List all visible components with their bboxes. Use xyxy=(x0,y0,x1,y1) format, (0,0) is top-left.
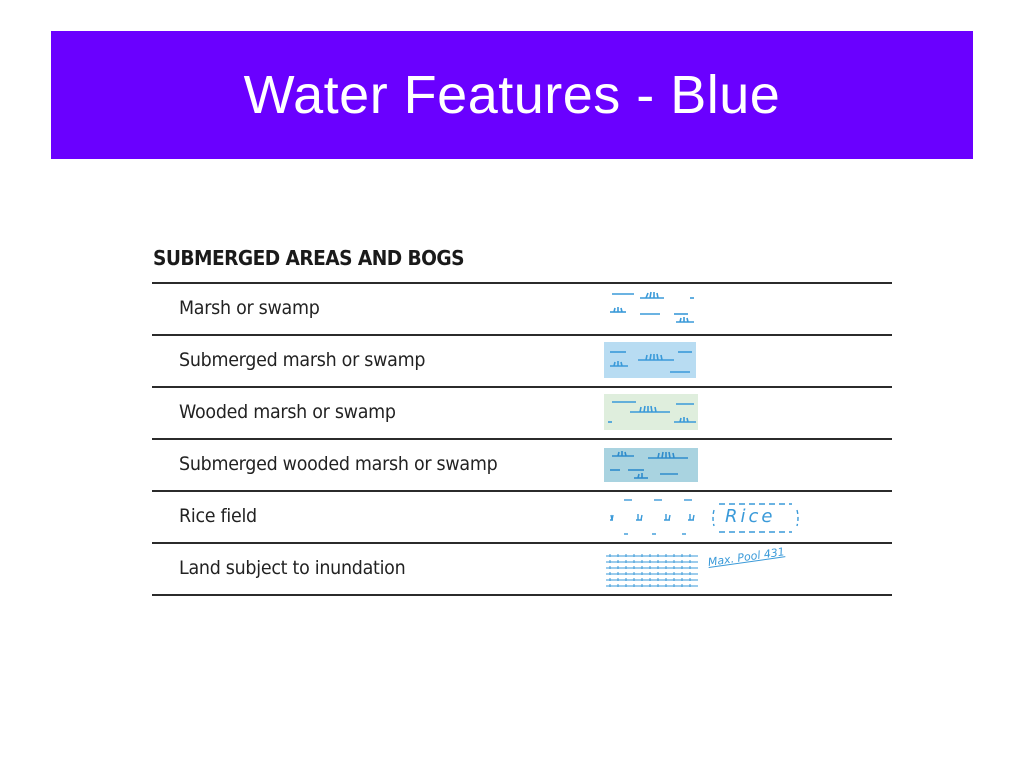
marsh-symbol-icon xyxy=(610,291,694,323)
row-divider xyxy=(152,594,892,596)
legend-heading: SUBMERGED AREAS AND BOGS xyxy=(153,246,464,270)
rice-symbol-text: Rice xyxy=(725,506,776,527)
row-label: Land subject to inundation xyxy=(179,557,406,579)
rice-field-symbol-icon xyxy=(610,499,799,535)
inundation-symbol-icon xyxy=(606,554,698,588)
title-banner: Water Features - Blue xyxy=(51,31,973,159)
wooded-marsh-symbol-icon xyxy=(604,394,698,430)
row-divider xyxy=(152,490,892,492)
legend-row-marsh: Marsh or swamp xyxy=(152,284,892,334)
row-divider xyxy=(152,282,892,284)
legend-row-wooded-marsh: Wooded marsh or swamp xyxy=(152,388,892,438)
submerged-wooded-marsh-symbol-icon xyxy=(604,448,698,482)
row-label: Submerged marsh or swamp xyxy=(179,349,426,371)
row-label: Submerged wooded marsh or swamp xyxy=(179,453,498,475)
row-label: Marsh or swamp xyxy=(179,297,320,319)
inundation-symbol-text: Max. Pool 431 xyxy=(707,545,786,569)
slide-title: Water Features - Blue xyxy=(243,65,781,125)
row-divider xyxy=(152,542,892,544)
row-divider xyxy=(152,334,892,336)
row-divider xyxy=(152,438,892,440)
legend-table: SUBMERGED AREAS AND BOGS Marsh or swamp xyxy=(152,240,892,596)
submerged-marsh-symbol-icon xyxy=(604,342,696,378)
legend-row-inundation: Land subject to inundation Max. Pool 431 xyxy=(152,544,892,594)
legend-row-rice-field: Rice field xyxy=(152,492,892,542)
row-label: Rice field xyxy=(179,505,257,527)
row-label: Wooded marsh or swamp xyxy=(179,401,396,423)
legend-row-submerged-marsh: Submerged marsh or swamp xyxy=(152,336,892,386)
legend-row-submerged-wooded-marsh: Submerged wooded marsh or swamp xyxy=(152,440,892,490)
row-divider xyxy=(152,386,892,388)
